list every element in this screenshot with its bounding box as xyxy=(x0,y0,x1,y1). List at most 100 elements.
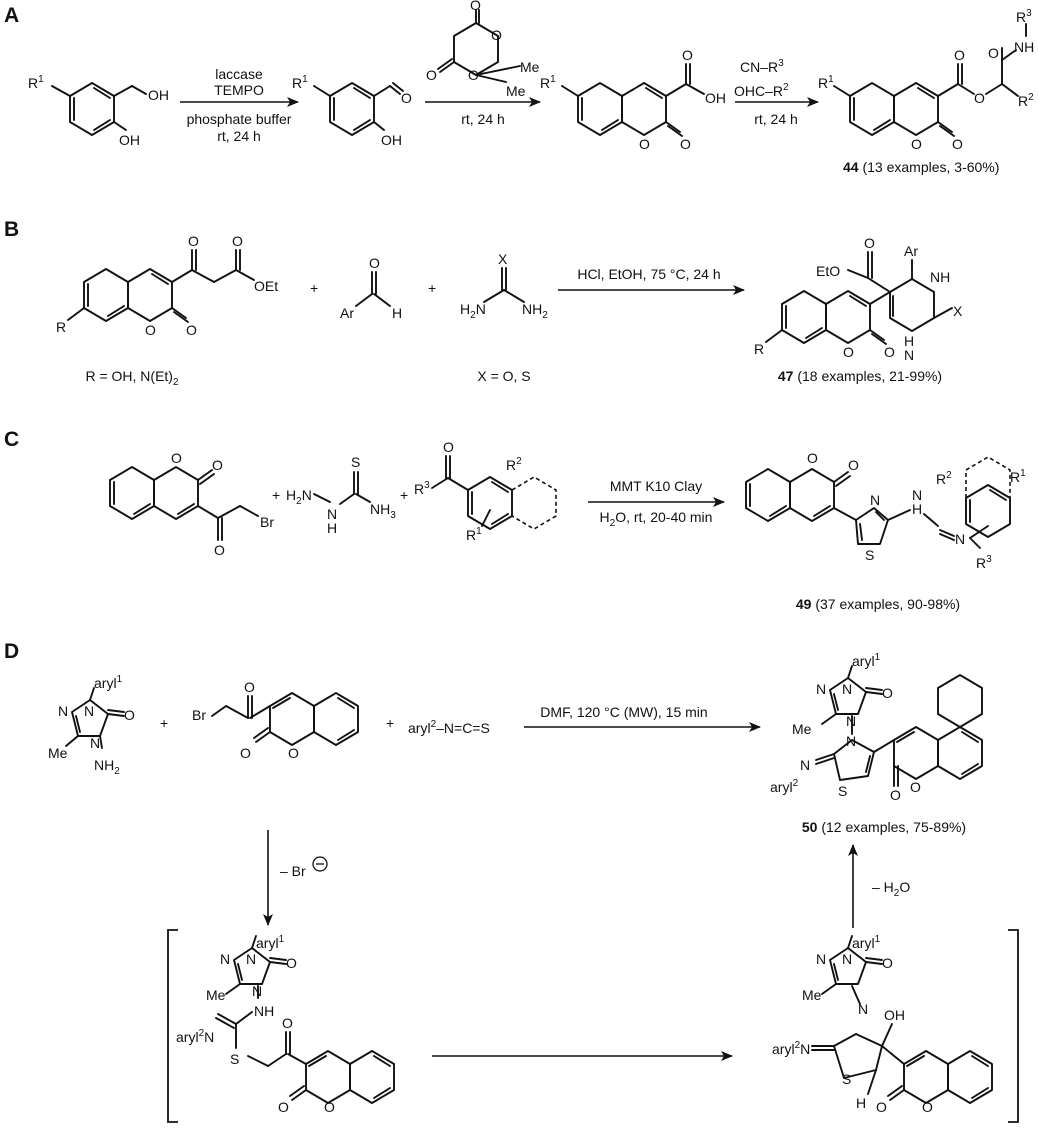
svg-text:O: O xyxy=(639,136,650,152)
d-intermediate-hydroxythiazoline: aryl1 N N O Me N OH aryl2N S H O O xyxy=(772,934,993,1115)
bromide-charge-icon xyxy=(312,856,328,872)
svg-text:Me: Me xyxy=(506,83,526,99)
svg-text:O: O xyxy=(124,707,135,723)
svg-text:O: O xyxy=(470,0,481,13)
svg-text:S: S xyxy=(865,547,874,563)
svg-text:X: X xyxy=(953,303,963,319)
d-isothiocyanate: aryl2–N=C=S xyxy=(408,719,490,736)
svg-text:O: O xyxy=(443,439,454,455)
d-plus-1: + xyxy=(160,715,168,731)
svg-text:O: O xyxy=(491,27,502,43)
svg-text:Ar: Ar xyxy=(904,243,918,259)
svg-text:O: O xyxy=(910,779,921,795)
svg-text:R: R xyxy=(754,341,764,357)
svg-text:NH: NH xyxy=(930,269,950,285)
svg-text:R1: R1 xyxy=(1010,468,1026,485)
svg-text:N: N xyxy=(90,735,100,751)
c-product-49: O O N S H N N R2 R1 R3 xyxy=(745,450,1026,571)
b-plus-2: + xyxy=(428,280,436,296)
panel-label-c: C xyxy=(4,428,19,451)
svg-text:O: O xyxy=(288,745,299,761)
svg-text:N: N xyxy=(252,983,262,999)
svg-text:O: O xyxy=(682,47,693,63)
svg-text:O: O xyxy=(882,955,893,971)
svg-text:O: O xyxy=(282,1015,293,1031)
svg-text:N: N xyxy=(846,713,856,729)
svg-text:O: O xyxy=(680,136,691,152)
svg-text:S: S xyxy=(230,1051,239,1067)
svg-text:H: H xyxy=(912,501,922,517)
svg-text:O: O xyxy=(864,235,875,251)
svg-text:O: O xyxy=(884,344,895,360)
a-step2-conditions: rt, 24 h xyxy=(461,111,505,127)
d-plus-2: + xyxy=(386,715,394,731)
svg-text:aryl2N: aryl2N xyxy=(176,1028,214,1045)
svg-text:O: O xyxy=(468,67,479,83)
svg-text:N: N xyxy=(842,681,852,697)
svg-text:aryl2N: aryl2N xyxy=(772,1040,810,1057)
b-conditions: HCl, EtOH, 75 °C, 24 h xyxy=(577,266,720,282)
svg-text:R1: R1 xyxy=(292,74,308,91)
svg-text:OH: OH xyxy=(119,132,140,148)
svg-text:R1: R1 xyxy=(818,74,834,91)
panel-label-b: B xyxy=(4,218,19,241)
a-salicylaldehyde: R1 O OH xyxy=(292,74,412,148)
svg-text:OEt: OEt xyxy=(254,278,278,294)
svg-text:O: O xyxy=(286,955,297,971)
svg-text:R1: R1 xyxy=(466,526,482,543)
b-x-note: X = O, S xyxy=(477,368,530,384)
a-product-44: R1 O O O NH R3 R2 O O xyxy=(818,8,1034,152)
svg-text:aryl1: aryl1 xyxy=(94,674,123,691)
c-bromoacetylcoumarin: O O O Br xyxy=(109,450,274,558)
svg-text:O: O xyxy=(988,45,999,61)
svg-text:O: O xyxy=(369,255,380,271)
svg-text:O: O xyxy=(212,457,223,473)
d-bromoacetylcoumarin: Br O O O xyxy=(192,679,359,761)
b-coumarin-ketoester: R O O OEt O O xyxy=(56,233,278,338)
svg-text:O: O xyxy=(324,1099,335,1115)
svg-text:aryl2: aryl2 xyxy=(770,778,799,795)
svg-text:NH3: NH3 xyxy=(370,501,396,521)
d-loss-bromide: – Br xyxy=(280,863,306,879)
svg-text:O: O xyxy=(214,542,225,558)
svg-text:Me: Me xyxy=(802,987,822,1003)
svg-text:O: O xyxy=(278,1099,289,1115)
a-product-caption: 44 (13 examples, 3-60%) xyxy=(843,159,999,175)
svg-text:aryl1: aryl1 xyxy=(852,652,881,669)
a-step1-reagent-2: TEMPO xyxy=(214,82,264,98)
svg-text:N: N xyxy=(912,487,922,503)
svg-text:H2N: H2N xyxy=(286,487,312,507)
svg-text:O: O xyxy=(232,233,243,249)
svg-text:Me: Me xyxy=(520,59,540,75)
svg-text:S: S xyxy=(842,1071,851,1087)
svg-text:N: N xyxy=(220,951,230,967)
svg-text:N: N xyxy=(84,703,94,719)
svg-text:H: H xyxy=(327,520,337,536)
svg-text:O: O xyxy=(911,136,922,152)
d-conditions: DMF, 120 °C (MW), 15 min xyxy=(540,704,707,720)
svg-text:Ar: Ar xyxy=(340,305,354,321)
svg-text:R2: R2 xyxy=(506,456,522,473)
svg-text:X: X xyxy=(498,251,508,267)
svg-text:H: H xyxy=(904,333,914,349)
svg-text:NH: NH xyxy=(254,1003,274,1019)
bracket-right xyxy=(1008,929,1019,1123)
svg-text:aryl1: aryl1 xyxy=(256,934,285,951)
svg-text:N: N xyxy=(816,681,826,697)
svg-text:O: O xyxy=(843,344,854,360)
svg-text:Br: Br xyxy=(192,707,206,723)
svg-text:O: O xyxy=(145,322,156,338)
d-intermediate-thiosemicarbazide: aryl1 N N O Me N NH aryl2N S O O O xyxy=(176,934,395,1115)
svg-text:H: H xyxy=(392,305,402,321)
d-product-caption: 50 (12 examples, 75-89%) xyxy=(802,819,966,835)
svg-text:N: N xyxy=(955,531,965,547)
svg-text:O: O xyxy=(922,1099,933,1115)
svg-text:O: O xyxy=(186,322,197,338)
d-product-50: aryl1 N N O Me N N N aryl2 S O O xyxy=(770,652,983,803)
svg-text:NH2: NH2 xyxy=(94,757,120,777)
svg-text:aryl1: aryl1 xyxy=(852,934,881,951)
a-step1-reagent-1: laccase xyxy=(215,66,263,82)
svg-text:N: N xyxy=(246,951,256,967)
c-thiosemicarbazide: H2N N H S NH3 xyxy=(286,454,396,536)
svg-text:R3: R3 xyxy=(976,554,992,571)
